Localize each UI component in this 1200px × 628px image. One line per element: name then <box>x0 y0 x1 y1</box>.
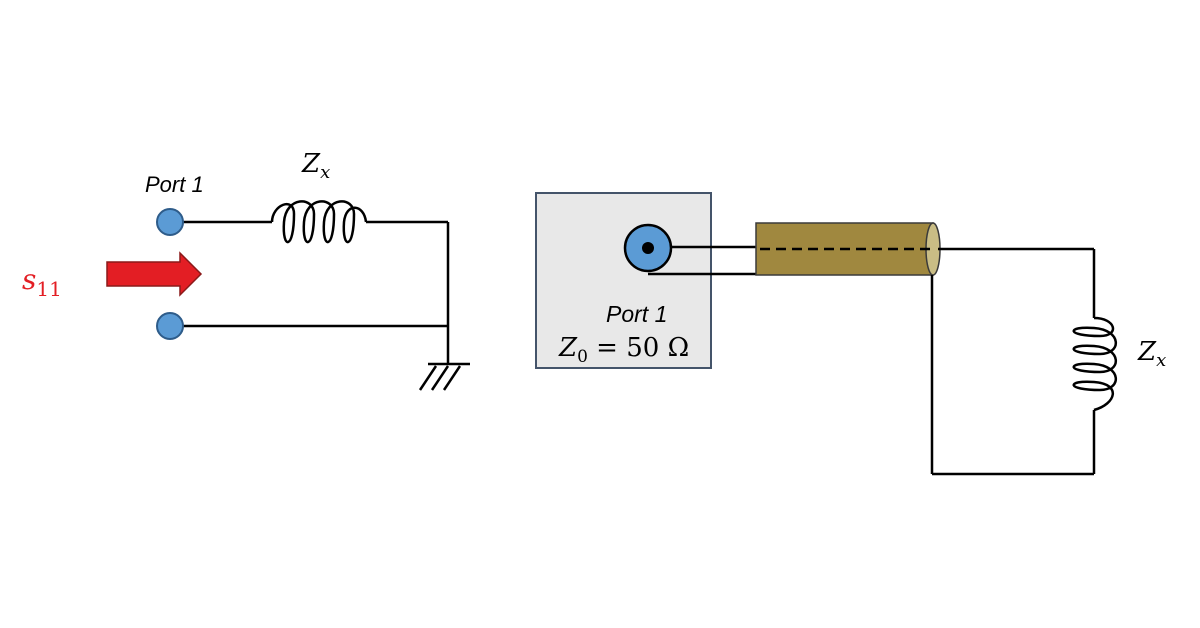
left-circuit: Port 1 Zx s11 <box>22 149 470 391</box>
left-impedance-label: Zx <box>301 149 330 183</box>
right-circuit: Port 1 Z0 = 50 Ω Zx <box>535 192 1166 476</box>
left-port-label: Port 1 <box>145 172 204 197</box>
left-inductor <box>270 200 368 244</box>
s11-arrow-icon <box>106 251 203 297</box>
ground-icon <box>418 362 470 391</box>
left-terminal-bottom <box>156 312 184 340</box>
right-port-label: Port 1 <box>606 301 667 327</box>
right-impedance-label: Zx <box>1137 337 1166 371</box>
port-connector-pin <box>642 242 654 254</box>
port-box <box>535 192 712 369</box>
right-inductor <box>1072 316 1118 412</box>
z0-label: Z0 = 50 Ω <box>558 333 689 367</box>
left-terminal-top <box>156 208 184 236</box>
s11-label: s11 <box>22 263 62 301</box>
